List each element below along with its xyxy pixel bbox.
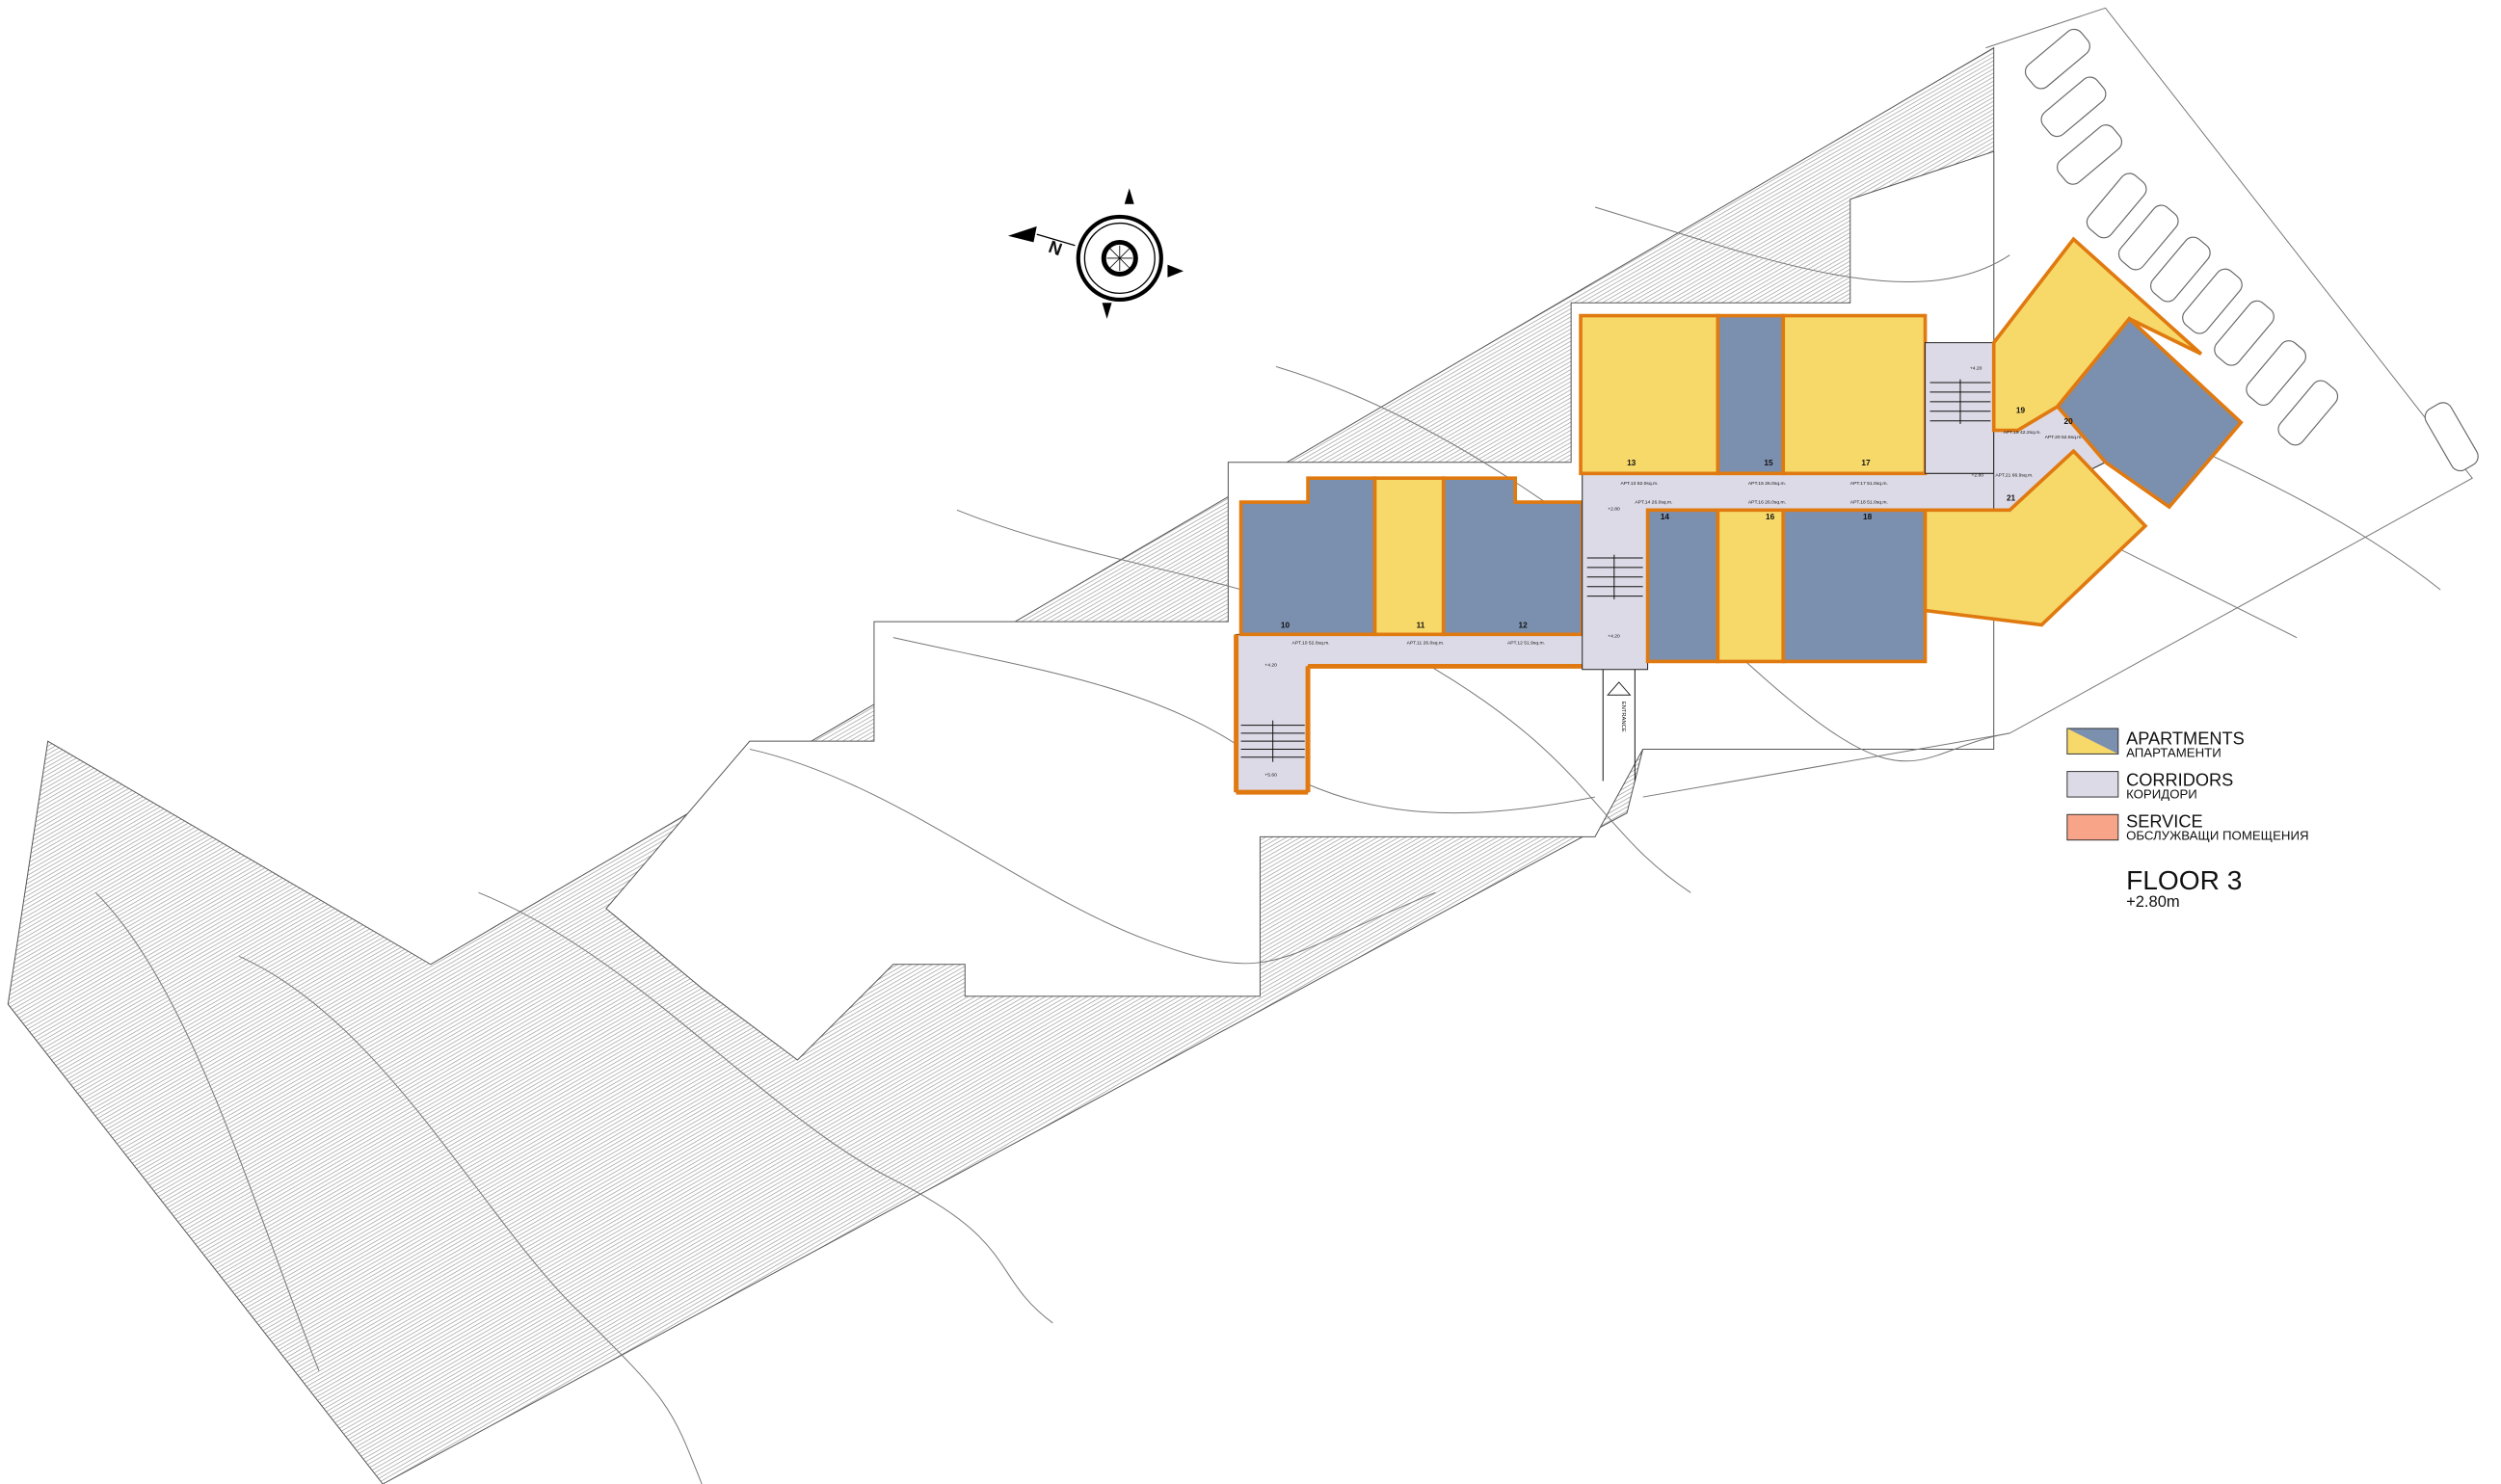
car [2182,268,2243,334]
car [2057,124,2123,185]
apartment-area-label: APT.15 26.0sq.m. [1748,481,1786,487]
car [2150,236,2211,303]
stair-west [1240,720,1305,762]
apartment-10 [1238,476,1377,637]
west-wing [1234,476,1596,795]
floor-title: FLOOR 3 [2126,865,2242,895]
apartment-20 [2055,316,2244,510]
level-mark: +2.80 [1608,506,1620,512]
apartment-area-label: APT.18 51.0sq.m. [1850,500,1888,506]
apartment-number: 13 [1627,459,1636,467]
contour-line [478,891,1053,1324]
legend-label: SERVICE [2126,812,2203,832]
legend-swatch-service [2066,813,2119,841]
legend: APARTMENTS АПАРТАМЕНТИ CORRIDORS КОРИДОР… [2066,728,2309,911]
legend-label: CORRIDORS [2126,770,2233,789]
apartment-18 [1781,508,1928,664]
contour-line [239,956,703,1484]
apartment-number: 21 [2007,493,2016,502]
level-mark: +4.20 [1608,634,1620,640]
level-mark: +2.80 [1972,473,1984,479]
legend-swatch-corridors [2066,771,2119,798]
car [2024,28,2090,90]
apartment-area-label: APT.16 26.0sq.m. [1748,500,1786,506]
apartment-13 [1579,313,1720,476]
apartment-numbers: 10 11 12 13 14 15 16 17 18 19 20 21 [1281,406,2073,629]
apartment-area-label: APT.19 42.2sq.m. [2004,430,2041,436]
legend-label: APARTMENTS [2126,729,2245,748]
legend-label-bg: КОРИДОРИ [2126,787,2197,802]
apartment-number: 12 [1519,622,1529,630]
apartment-number: 16 [1766,513,1775,521]
apartment-area-label: APT.21 66.9sq.m. [1995,473,2033,479]
apartment-number: 11 [1417,622,1425,630]
east-wing [1923,236,2244,627]
apartment-number: 14 [1661,513,1670,521]
apartment-area-label: APT.14 26.0sq.m. [1635,500,1672,506]
apartment-number: 18 [1863,513,1873,521]
parking-cars [2024,28,2479,472]
car [2040,76,2107,138]
apartment-number: 17 [1861,459,1871,467]
car [2424,402,2479,472]
apartment-area-label: APT.17 51.0sq.m. [1850,481,1888,487]
apartment-number: 15 [1764,459,1773,467]
parking-boundary [1642,7,2473,798]
stair-east-steps [1929,379,1991,424]
apartment-12 [1441,476,1584,637]
legend-item-apartments: APARTMENTS АПАРТАМЕНТИ [2066,728,2245,760]
stair-east [1925,342,1995,474]
level-mark: +4.20 [1970,366,1982,372]
apartment-16 [1716,508,1786,664]
apartment-labels: APT.10 52.0sq.m. APT.11 26.0sq.m. APT.12… [1292,430,2083,646]
legend-label-bg: ОБСЛУЖВАЩИ ПОМЕЩЕНИЯ [2126,829,2308,843]
legend-label-bg: АПАРТАМЕНТИ [2126,746,2222,760]
car [2246,340,2306,407]
car [2086,172,2147,239]
legend-swatch-apartments [2066,728,2119,755]
car [2277,380,2339,446]
apartment-17 [1781,313,1928,476]
level-mark: +5.60 [1264,773,1277,779]
apartment-11 [1372,476,1446,637]
apartment-14 [1645,508,1720,664]
north-label: N [1046,237,1064,259]
legend-item-corridors: CORRIDORS КОРИДОРИ [2066,770,2233,802]
level-marks: +2.80 +4.20 +4.20 +5.60 +4.20 +2.80 [1264,366,1983,779]
apartment-area-label: APT.13 52.0sq.m. [1620,481,1658,487]
central-block [1579,313,2010,671]
car [2214,300,2275,366]
floor-level: +2.80m [2126,892,2180,911]
apartment-number: 19 [2016,406,2026,414]
apartment-area-label: APT.12 51.9sq.m. [1507,640,1545,646]
entrance: ENTRANCE [1602,669,1636,782]
contour-line [94,891,320,1371]
car [2117,204,2179,271]
compass-rose: N [1007,188,1184,319]
level-mark: +4.20 [1264,662,1277,668]
contour-line [1594,206,2010,282]
legend-item-service: SERVICE ОБСЛУЖВАЩИ ПОМЕЩЕНИЯ [2066,812,2309,843]
apartment-15 [1716,313,1786,476]
apartment-area-label: APT.20 52.6sq.m. [2045,435,2083,440]
apartment-number: 20 [2064,417,2074,426]
north-arrow-icon [1007,225,1037,243]
apartment-number: 10 [1281,622,1290,630]
entrance-label: ENTRANCE [1620,702,1626,732]
apartment-21 [1923,448,2148,627]
apartment-area-label: APT.11 26.0sq.m. [1407,640,1445,646]
apartment-area-label: APT.10 52.0sq.m. [1292,640,1330,646]
contour-line [749,748,1436,965]
stair-central [1586,554,1643,599]
